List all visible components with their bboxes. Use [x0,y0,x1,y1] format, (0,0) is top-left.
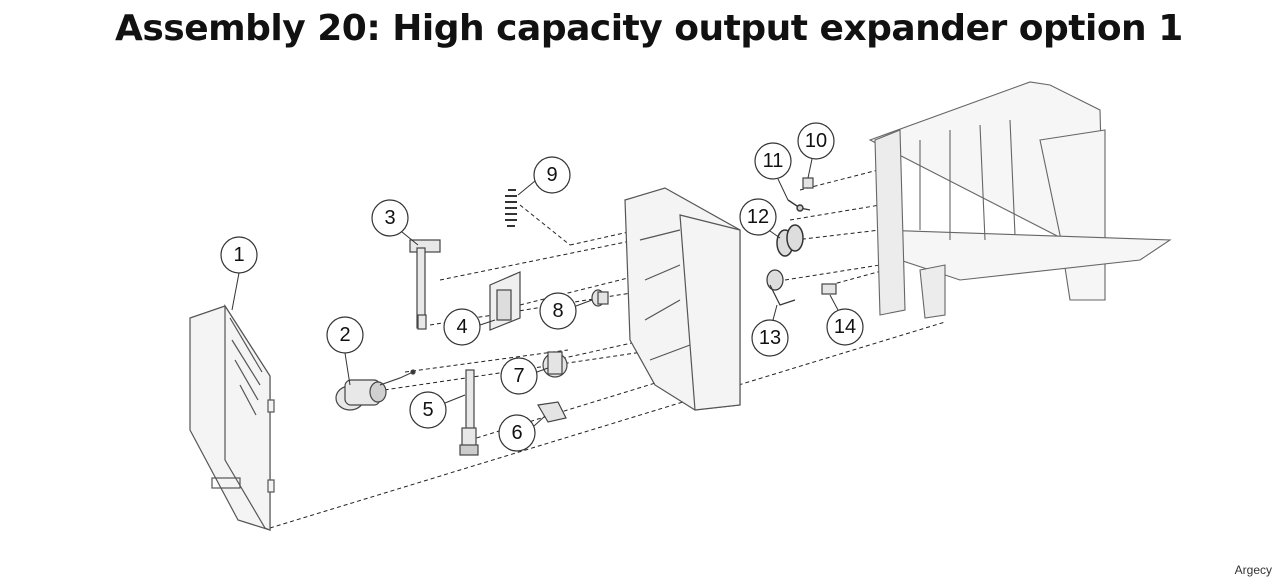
svg-text:10: 10 [805,130,827,152]
callout-10: 10 [797,122,835,179]
part-cable-harness-upper [409,239,441,330]
callout-7: 7 [500,357,549,395]
leader-lines [269,169,946,529]
part-gear-small [591,289,609,307]
part-gear-bracket [766,269,796,306]
part-bracket-board [489,271,521,331]
svg-text:6: 6 [511,422,522,444]
callout-14: 14 [826,294,864,346]
callout-11: 11 [754,142,792,201]
svg-text:7: 7 [513,365,524,387]
svg-text:9: 9 [546,164,557,186]
svg-text:3: 3 [384,207,395,229]
part-clip-14 [821,283,837,295]
part-motor [335,369,416,411]
callout-4: 4 [443,308,496,346]
part-gear-motor [542,351,568,378]
callout-1: 1 [220,236,258,311]
svg-text:8: 8 [552,300,563,322]
callout-5: 5 [409,391,466,429]
callout-6: 6 [498,414,546,452]
part-pulleys [776,224,804,257]
part-cable-harness-lower [459,369,479,456]
part-spring [505,189,517,227]
part-main-housing [868,81,1172,319]
part-clip-10 [802,177,814,189]
watermark: Argecy [1234,563,1272,577]
svg-text:14: 14 [834,316,856,338]
svg-text:2: 2 [339,324,350,346]
svg-text:11: 11 [763,150,784,172]
svg-text:4: 4 [456,316,467,338]
callout-13: 13 [751,304,789,357]
callout-9: 9 [517,156,571,196]
svg-text:1: 1 [233,244,244,266]
page-title: Assembly 20: High capacity output expand… [115,8,1183,49]
svg-text:12: 12 [747,206,769,228]
callout-12: 12 [739,198,781,239]
part-lever-11 [787,199,811,212]
callout-3: 3 [371,199,419,246]
callout-2: 2 [326,316,364,386]
part-center-frame [624,187,741,411]
svg-text:13: 13 [759,327,781,349]
svg-text:5: 5 [422,399,433,421]
part-side-cover [189,303,275,531]
callout-8: 8 [539,292,593,330]
